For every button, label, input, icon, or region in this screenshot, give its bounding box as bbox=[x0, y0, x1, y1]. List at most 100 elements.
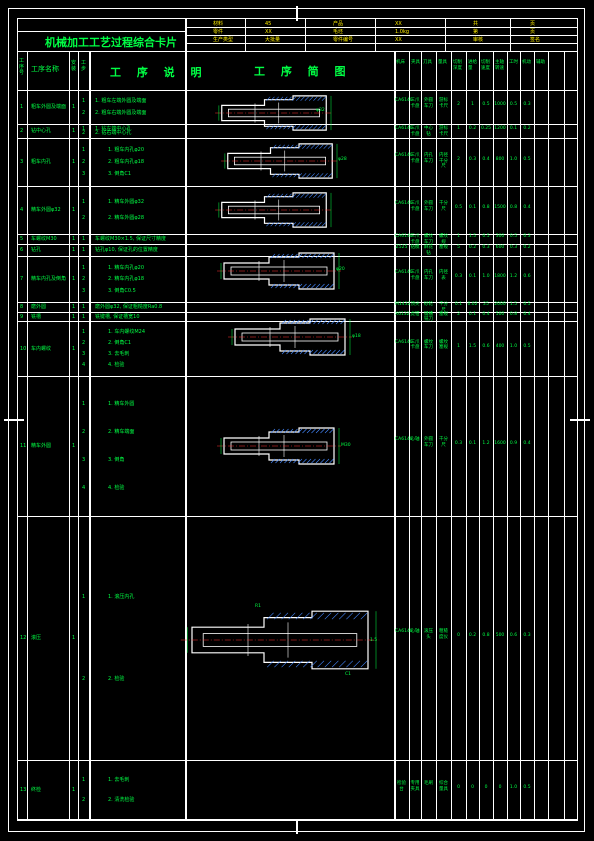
step-number: 1 bbox=[82, 125, 86, 132]
process-cell: 0.1 bbox=[468, 274, 477, 279]
process-cell: 0.4 bbox=[482, 311, 490, 317]
sketch-process-3 bbox=[215, 192, 333, 228]
process-cell: 0.5 bbox=[482, 102, 490, 107]
process-cell: 螺纹车刀 bbox=[424, 234, 433, 245]
process-cell: 300 bbox=[495, 234, 505, 239]
process-no: 4 bbox=[20, 207, 24, 213]
step-number: 1 bbox=[82, 329, 86, 335]
process-cell: 塞规 bbox=[439, 311, 448, 317]
step-number: 2 bbox=[82, 797, 86, 803]
process-cell: 0.6 bbox=[509, 633, 518, 638]
process-cell: 1.2 bbox=[509, 274, 518, 279]
process-cell: 600 bbox=[495, 245, 505, 250]
process-name: 车螺纹M30 bbox=[31, 236, 57, 242]
header-cell: XX bbox=[265, 29, 272, 35]
process-cell: 1600 bbox=[494, 441, 506, 446]
center-mark-top bbox=[296, 6, 298, 21]
process-cell: Z525 bbox=[395, 245, 408, 250]
process-cell: 0.5 bbox=[523, 785, 531, 790]
process-no: 8 bbox=[20, 304, 24, 310]
process-cell: 毛刷 bbox=[424, 781, 433, 786]
process-cell: 1000 bbox=[494, 102, 506, 107]
step-number: 1 bbox=[82, 98, 86, 105]
process-step: 2. 精车内孔φ18 bbox=[108, 276, 145, 282]
process-cell: 0.1 bbox=[468, 205, 477, 210]
process-cell: 麻花钻 bbox=[424, 245, 433, 256]
sketch-process-1 bbox=[215, 95, 333, 131]
step-number: 1 bbox=[82, 247, 86, 253]
process-no: 6 bbox=[20, 247, 24, 253]
process-cell: 1.0 bbox=[509, 343, 518, 349]
process-cell: 千分尺 bbox=[439, 201, 448, 212]
step-number: 1 bbox=[82, 313, 86, 320]
step-number: 2 bbox=[82, 109, 86, 116]
process-install: 1 bbox=[72, 787, 76, 793]
right-col-divider bbox=[466, 51, 467, 820]
process-install: 1 bbox=[72, 304, 76, 310]
process-step: 1. 车内螺纹M24 bbox=[108, 329, 146, 335]
process-cell: CA6140 bbox=[395, 339, 413, 345]
header-cell: 第 bbox=[473, 29, 479, 35]
process-cell: 0.02 bbox=[467, 302, 478, 307]
process-step: 1. 钻左端中心孔 bbox=[95, 125, 132, 132]
process-cell: 5 bbox=[457, 245, 460, 250]
step-number: 1 bbox=[82, 304, 86, 310]
process-cell: 0.2 bbox=[468, 126, 477, 131]
process-cell: 0.6 bbox=[523, 274, 531, 279]
center-mark-right bbox=[570, 419, 590, 421]
process-cell: 0.4 bbox=[482, 157, 490, 162]
process-step: 4. 检验 bbox=[108, 362, 125, 368]
right-col-header: 机床 bbox=[396, 60, 405, 65]
right-col-header: 切削速度 bbox=[481, 60, 490, 71]
process-no: 2 bbox=[20, 128, 24, 134]
right-col-divider bbox=[564, 51, 565, 820]
process-cell: 0.25 bbox=[480, 126, 492, 131]
process-no: 13 bbox=[20, 787, 27, 793]
step-number: 1 bbox=[82, 777, 86, 783]
step-number: 3 bbox=[82, 171, 86, 177]
process-cell: 25 bbox=[483, 302, 489, 307]
process-cell: 中心钻 bbox=[424, 126, 433, 137]
process-cell: 0.3 bbox=[509, 245, 518, 250]
process-cell: 0.5 bbox=[523, 157, 531, 162]
center-mark-bottom bbox=[296, 819, 298, 834]
col-header-step: 工步 bbox=[81, 60, 87, 72]
header-cell: 签名 bbox=[530, 37, 541, 43]
dimension-label: R1 bbox=[255, 603, 261, 609]
process-cell: CA6140 bbox=[395, 201, 413, 206]
process-cell: 内孔车刀 bbox=[424, 153, 433, 164]
process-cell: 0.2 bbox=[523, 245, 531, 250]
process-cell: 外圆车刀 bbox=[424, 437, 433, 448]
header-cell-divider bbox=[305, 18, 306, 51]
process-cell: X6132 bbox=[395, 311, 410, 317]
right-col-divider bbox=[534, 51, 535, 820]
sketch-process-2 bbox=[221, 143, 339, 179]
process-cell: M1432 bbox=[395, 302, 411, 307]
step-number: 4 bbox=[82, 362, 86, 368]
process-cell: 500 bbox=[495, 311, 505, 317]
process-cell: 0.9 bbox=[509, 441, 518, 446]
process-cell: 粗糙度仪 bbox=[439, 629, 448, 640]
row-divider bbox=[17, 820, 578, 821]
process-step: 3. 倒角C0.5 bbox=[108, 287, 136, 294]
process-cell: 1.5 bbox=[468, 343, 477, 349]
process-cell: 1.5 bbox=[509, 302, 518, 307]
right-col-divider bbox=[451, 51, 452, 820]
process-step: 3. 倒角 bbox=[108, 457, 125, 463]
right-col-header: 辅助 bbox=[536, 60, 545, 65]
process-cell: 内孔车刀 bbox=[424, 270, 433, 281]
header-cell: 大批量 bbox=[265, 37, 281, 43]
process-cell: 心轴 bbox=[410, 629, 420, 634]
process-cell: 螺纹规 bbox=[439, 234, 448, 245]
process-step: 2. 精车端面 bbox=[108, 429, 135, 435]
process-step: 1. 滚压内孔 bbox=[108, 594, 135, 601]
process-step: 1. 精车内孔φ20 bbox=[108, 264, 145, 271]
step-number: 3 bbox=[82, 457, 86, 463]
row-divider bbox=[17, 124, 578, 125]
dimension-label: C1 bbox=[345, 671, 351, 677]
col-line-install bbox=[78, 51, 79, 820]
header-cell: 毛坯 bbox=[333, 29, 344, 35]
step-number: 1 bbox=[82, 401, 86, 407]
process-cell: 三爪卡盘 bbox=[410, 98, 420, 109]
